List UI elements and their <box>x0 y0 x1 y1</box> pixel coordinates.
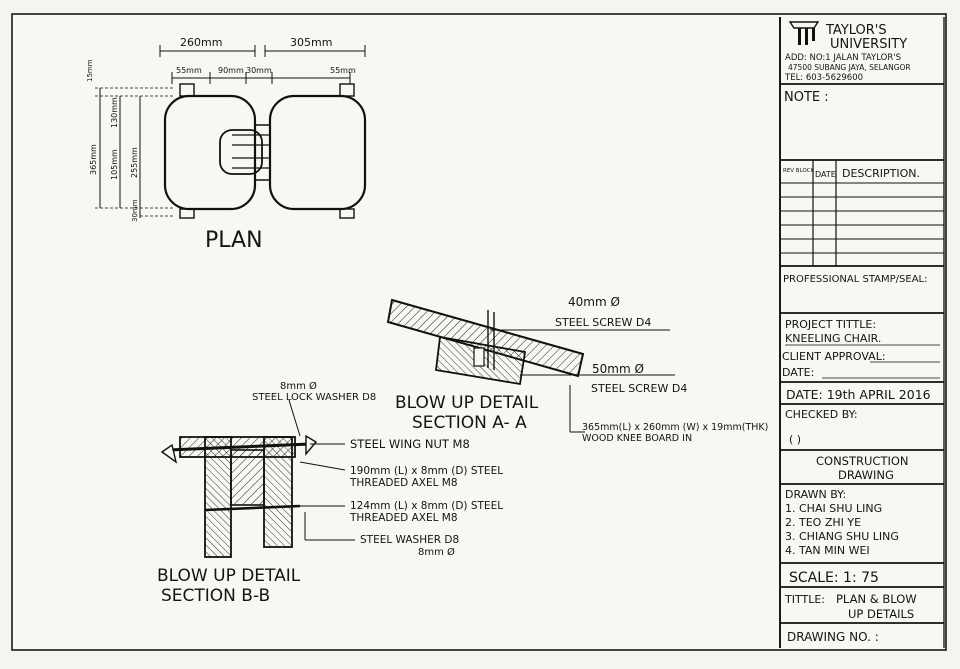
bb-washer-dia: 8mm Ø <box>418 546 455 558</box>
date-col-header: DATE <box>815 170 836 179</box>
tittle-value-2: UP DETAILS <box>848 607 914 621</box>
bb-wingnut-label: STEEL WING NUT M8 <box>350 437 470 451</box>
project-title-label: PROJECT TITTLE: <box>785 318 876 331</box>
tittle-label: TITTLE: <box>784 593 825 606</box>
rev-block-header: REV BLOCK <box>783 168 815 174</box>
plan-dim-130: 130mm <box>110 97 119 128</box>
aa-screw50-label: STEEL SCREW D4 <box>591 382 687 395</box>
bb-wing-nut-right <box>305 434 318 456</box>
construction-drawing-1: CONSTRUCTION <box>816 454 909 468</box>
client-date-label: DATE: <box>782 366 814 379</box>
aa-board-label-1: 365mm(L) x 260mm (W) x 19mm(THK) <box>582 422 768 433</box>
bb-center-block <box>230 449 265 506</box>
note-label: NOTE : <box>784 90 829 105</box>
drawing-no-label: DRAWING NO. : <box>787 630 879 644</box>
plan-dim-55b: 55mm <box>330 66 356 75</box>
drawn-by-label: DRAWN BY: <box>785 488 846 501</box>
plan-dim-55a: 55mm <box>176 66 202 75</box>
plan-dim-305: 305mm <box>290 36 332 49</box>
scale-label: SCALE: 1: 75 <box>789 570 879 586</box>
university-logo <box>788 21 820 45</box>
bb-lockwasher-dia: 8mm Ø <box>280 380 317 392</box>
bb-leg-right <box>263 436 293 548</box>
plan-right-pad <box>268 94 367 211</box>
bb-title-1: BLOW UP DETAIL <box>157 566 301 586</box>
bb-axel190-label-2: THREADED AXEL M8 <box>349 477 458 489</box>
bb-axel-190 <box>167 442 311 452</box>
drawer-4: 4. TAN MIN WEI <box>785 544 870 557</box>
plan-dim-30: 30mm <box>246 66 272 75</box>
bb-leg-left <box>204 436 232 558</box>
plan-dim-90: 90mm <box>218 66 244 75</box>
plan-dim-15: 15mm <box>86 59 94 82</box>
section-bb-detail: 8mm Ø STEEL LOCK WASHER D8 STEEL WING NU… <box>157 380 503 606</box>
title-block: TAYLOR'S UNIVERSITY ADD: NO:1 JALAN TAYL… <box>780 21 944 644</box>
university-name-1: TAYLOR'S <box>825 23 887 38</box>
plan-dim-255: 255mm <box>130 147 139 178</box>
drawer-3: 3. CHIANG SHU LING <box>785 530 899 543</box>
plan-left-pad <box>163 94 257 211</box>
aa-title-1: BLOW UP DETAIL <box>395 393 539 413</box>
bb-washer-label: STEEL WASHER D8 <box>360 534 459 546</box>
address-line-2: 47500 SUBANG JAYA, SELANGOR <box>788 63 911 72</box>
construction-drawing-2: DRAWING <box>838 468 894 482</box>
bb-axel124-label-2: THREADED AXEL M8 <box>349 512 458 524</box>
plan-connector <box>219 129 263 175</box>
aa-screw50-dia: 50mm Ø <box>592 362 644 376</box>
aa-screw40-dia: 40mm Ø <box>568 295 620 309</box>
section-aa-detail: 40mm Ø STEEL SCREW D4 50mm Ø STEEL SCREW… <box>386 295 768 444</box>
bb-wing-nut-left <box>160 443 178 464</box>
plan-title: PLAN <box>205 228 263 253</box>
aa-screw40-label: STEEL SCREW D4 <box>555 316 651 329</box>
aa-knee-board <box>386 298 585 378</box>
address-line-3: TEL: 603-5629600 <box>784 73 863 83</box>
aa-board-label-2: WOOD KNEE BOARD IN <box>582 433 692 444</box>
bb-axel190-label-1: 190mm (L) x 8mm (D) STEEL <box>350 465 503 477</box>
description-header: DESCRIPTION. <box>842 167 920 180</box>
address-line-1: ADD: NO:1 JALAN TAYLOR'S <box>785 53 901 63</box>
bb-axel124-label-1: 124mm (L) x 8mm (D) STEEL <box>350 500 503 512</box>
date-value: DATE: 19th APRIL 2016 <box>786 387 931 402</box>
stamp-label: PROFESSIONAL STAMP/SEAL: <box>783 274 928 285</box>
bb-axel-124 <box>204 504 301 512</box>
checked-by-signature: ( ) <box>789 433 801 446</box>
tittle-value-1: PLAN & BLOW <box>836 592 917 606</box>
plan-dim-30-v: 30mm <box>131 199 139 222</box>
client-approval-label: CLIENT APPROVAL: <box>782 350 886 363</box>
university-name-2: UNIVERSITY <box>830 37 907 52</box>
plan-dim-260: 260mm <box>180 36 222 49</box>
bb-title-2: SECTION B-B <box>161 586 270 606</box>
plan-dim-105: 105mm <box>110 149 119 180</box>
project-title-value: KNEELING CHAIR. <box>785 332 881 345</box>
plan-dim-365: 365mm <box>89 144 98 175</box>
aa-title-2: SECTION A- A <box>412 413 527 433</box>
checked-by-label: CHECKED BY: <box>785 408 858 421</box>
plan-view: 260mm 305mm 55mm 90mm 30mm 55mm 15mm 365… <box>86 36 367 253</box>
drawer-2: 2. TEO ZHI YE <box>785 516 861 529</box>
bb-lockwasher-label: STEEL LOCK WASHER D8 <box>252 392 376 403</box>
drawer-1: 1. CHAI SHU LING <box>785 502 882 515</box>
